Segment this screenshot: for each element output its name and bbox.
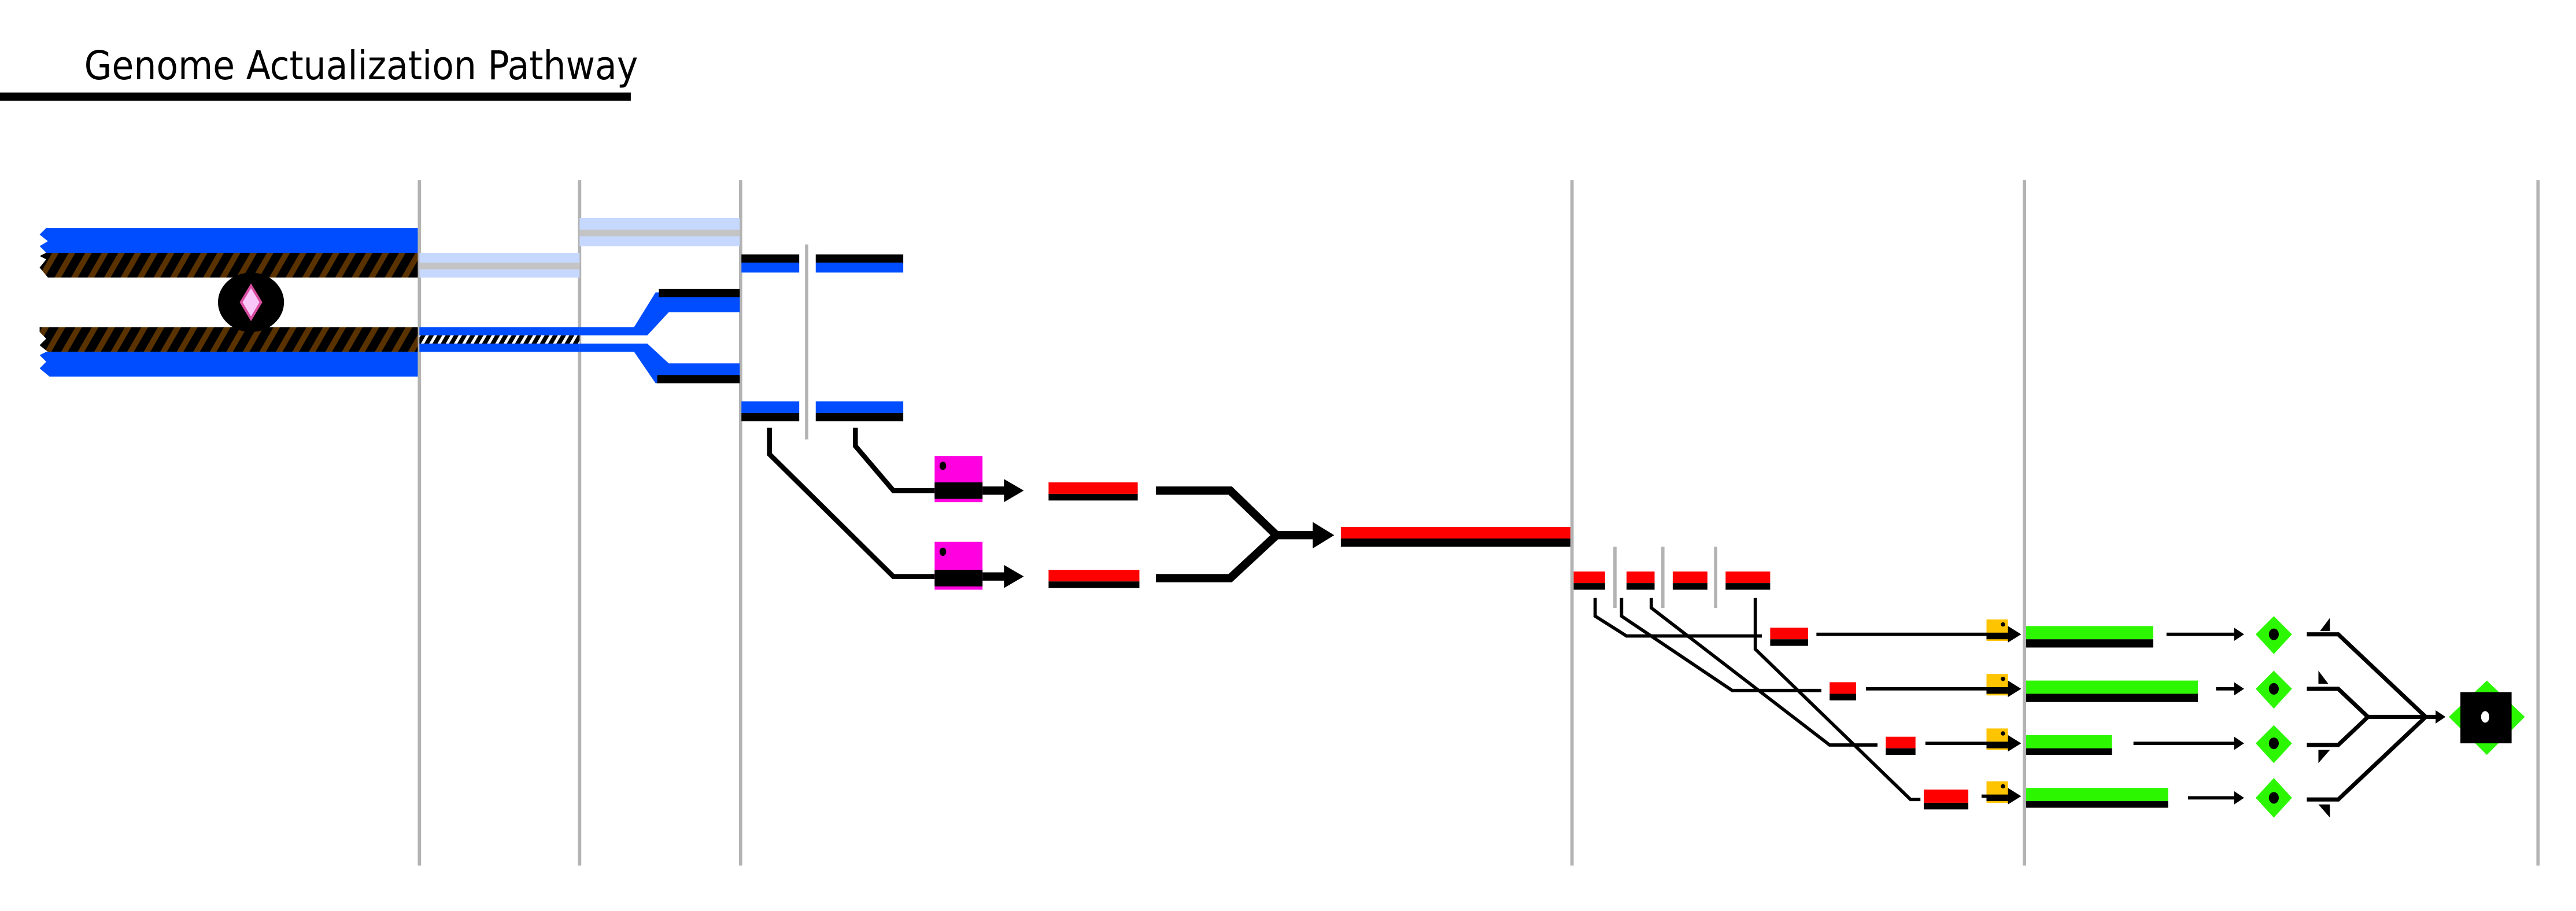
merge-path xyxy=(1156,486,1283,582)
splice-path-4 xyxy=(1753,598,1921,802)
pre-mrna-upper xyxy=(1048,482,1138,494)
top-segment-b-backbone xyxy=(815,254,904,263)
exon-fragments xyxy=(1573,571,1771,590)
replication-fork-stage xyxy=(579,217,740,383)
title-underline xyxy=(0,92,631,101)
splice-path-1 xyxy=(1593,598,1762,638)
exon-4 xyxy=(1725,571,1771,584)
fork-lower-branch xyxy=(579,344,740,383)
capping-band-lower xyxy=(934,570,983,587)
splice-path-2 xyxy=(1620,598,1821,692)
protein-chain-1 xyxy=(2026,626,2153,640)
top-blue-strand xyxy=(39,228,418,253)
top-segment-a xyxy=(741,263,800,273)
top-hatched-strand xyxy=(39,252,418,278)
spliced-mrnas xyxy=(1770,628,1969,810)
unwound-hatched xyxy=(419,335,580,344)
protein-chains xyxy=(2026,626,2198,808)
folded-protein-1-icon xyxy=(2255,616,2292,654)
mature-mrna-backbone xyxy=(1340,539,1570,547)
fork-lower-backbone xyxy=(657,375,740,383)
arrow-lower-head xyxy=(1004,565,1024,588)
spliced-mrna-4 xyxy=(1923,790,1969,803)
capping-dot-upper xyxy=(939,462,947,470)
mature-mrna xyxy=(1340,527,1570,539)
unwound-blue-top xyxy=(419,327,580,335)
faded-strand-top-core xyxy=(419,263,580,270)
folded-protein-4-icon xyxy=(2255,778,2292,818)
splice-path-3 xyxy=(1649,598,1878,747)
merge-arrow-head xyxy=(1313,522,1335,549)
exon-1 xyxy=(1573,571,1605,584)
folded-proteins xyxy=(2255,616,2292,818)
ribosome-1-icon xyxy=(1986,619,2021,643)
folded-protein-3-icon xyxy=(2255,725,2292,764)
pre-mrna-upper-backbone xyxy=(1048,493,1138,501)
translation-arrows xyxy=(1816,632,2008,798)
splicing-stage xyxy=(1573,547,2021,810)
unwinding-stage xyxy=(419,252,580,352)
assembly-paths xyxy=(2307,632,2439,802)
arrow-upper-head xyxy=(1004,479,1024,503)
transcription-stage xyxy=(741,244,1570,590)
assembly-marker-icons xyxy=(2318,618,2330,818)
unwound-blue-bottom xyxy=(419,344,580,352)
final-complex-icon xyxy=(2449,680,2525,755)
polymerase-diamond-icon xyxy=(239,283,263,322)
transcript-path-lower xyxy=(767,427,935,579)
transcript-path-upper xyxy=(853,427,935,493)
bottom-hatched-strand xyxy=(39,327,418,352)
bottom-segment-b-backbone xyxy=(815,412,904,422)
folding-arrows xyxy=(2133,632,2238,800)
pre-mrna-lower xyxy=(1048,570,1140,582)
top-segment-a-backbone xyxy=(741,254,800,263)
ribosome-2-icon xyxy=(1986,674,2021,698)
stage-dividers xyxy=(417,180,2540,866)
splice-paths xyxy=(1593,598,1921,802)
capping-band-upper xyxy=(934,482,983,499)
fork-upper-backbone xyxy=(659,289,740,298)
fork-upper-blue xyxy=(659,297,740,312)
bottom-blue-strand xyxy=(39,352,418,377)
faded-strand-upper-core xyxy=(579,229,740,237)
ribosomes xyxy=(1986,619,2021,805)
spliced-mrna-2 xyxy=(1830,682,1856,694)
spliced-mrna-1 xyxy=(1770,628,1809,640)
ribosome-4-icon xyxy=(1986,781,2021,805)
spliced-mrna-3 xyxy=(1886,736,1916,748)
exon-3 xyxy=(1672,571,1708,584)
folded-protein-2-icon xyxy=(2255,670,2292,709)
bottom-segment-b xyxy=(815,401,904,413)
assembly-stage xyxy=(2026,616,2525,818)
bottom-segment-a-backbone xyxy=(741,412,800,422)
chromatin-double-strand xyxy=(39,228,418,377)
capping-dot-lower xyxy=(939,547,947,556)
protein-chain-4 xyxy=(2026,788,2168,802)
protein-chain-2 xyxy=(2026,680,2198,694)
diagram-title: Genome Actualization Pathway xyxy=(84,43,638,89)
protein-chain-3 xyxy=(2026,735,2112,748)
exon-2 xyxy=(1626,571,1655,584)
bottom-segment-a xyxy=(741,401,800,413)
ribosome-3-icon xyxy=(1986,728,2021,752)
assembly-arrow-head xyxy=(2435,710,2446,724)
pre-mrna-lower-backbone xyxy=(1048,581,1140,588)
top-segment-b xyxy=(815,263,904,273)
